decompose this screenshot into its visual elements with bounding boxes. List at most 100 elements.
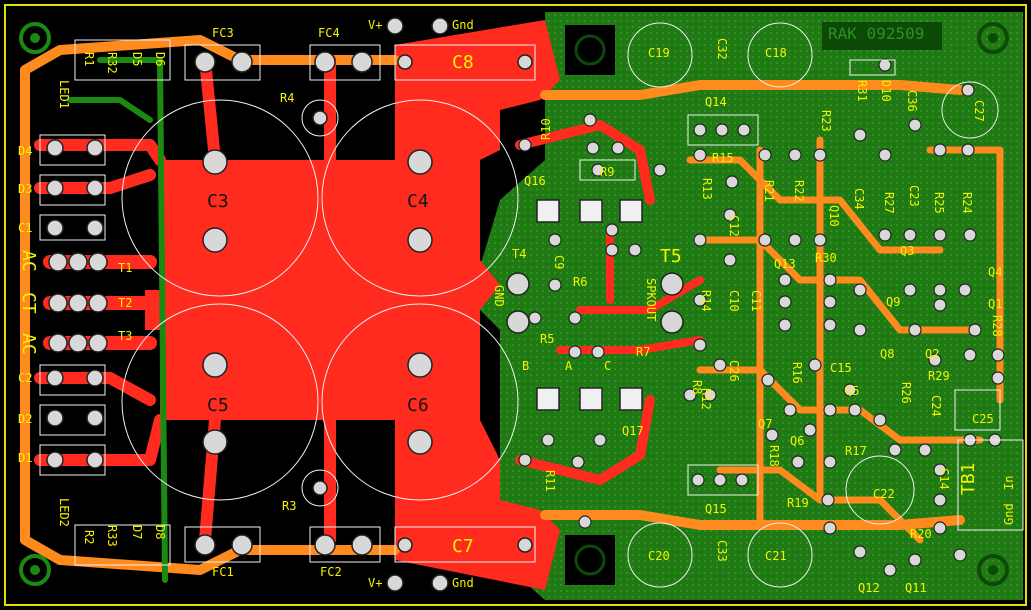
r7-label: R7 <box>636 345 651 359</box>
r18-label: R18 <box>767 445 781 467</box>
r4-label: R4 <box>280 91 295 105</box>
c12-label: C12 <box>727 215 741 237</box>
q14-label: Q14 <box>705 95 727 109</box>
ct-label: CT <box>18 292 39 314</box>
r28-label: R28 <box>990 315 1004 337</box>
r19-label: R19 <box>787 496 809 510</box>
t5-label: T5 <box>660 246 682 267</box>
vplus-bot-label: V+ <box>368 576 383 590</box>
fc1-label: FC1 <box>212 565 234 579</box>
c6-label: C6 <box>407 395 429 416</box>
t1-label: T1 <box>118 261 133 275</box>
c32-label: C32 <box>715 38 729 60</box>
d2-label: D2 <box>18 412 33 426</box>
r20-label: R20 <box>910 527 932 541</box>
r6-label: R6 <box>573 275 588 289</box>
r22-label: R22 <box>792 180 806 202</box>
r16-label: R16 <box>790 362 804 384</box>
q7-label: Q7 <box>758 417 773 431</box>
r24-label: R24 <box>960 192 974 214</box>
r14-label: R14 <box>699 290 713 312</box>
c15-label: C15 <box>830 361 852 375</box>
r2-label: R2 <box>82 530 96 545</box>
q1-label: Q1 <box>988 297 1003 311</box>
d6-label: D6 <box>153 52 167 67</box>
q11-label: Q11 <box>905 581 927 595</box>
r21-label: R21 <box>762 180 776 202</box>
q17-label: Q17 <box>622 424 644 438</box>
c26-label: C26 <box>727 360 741 382</box>
d3-label: D3 <box>18 182 33 196</box>
c25-label: C25 <box>972 412 994 426</box>
power-pour-top <box>395 20 560 160</box>
c3-label: C3 <box>207 191 229 212</box>
fc2-label: FC2 <box>320 565 342 579</box>
c4-label: C4 <box>407 191 429 212</box>
q16-label: Q16 <box>524 174 546 188</box>
d4-label: D4 <box>18 144 33 158</box>
mounting-holes <box>19 22 1009 586</box>
q8-label: Q8 <box>880 347 895 361</box>
q9-label: Q9 <box>886 295 901 309</box>
c23-label: C23 <box>907 185 921 207</box>
board-edge <box>4 4 1027 606</box>
r29-label: R29 <box>928 369 950 383</box>
c36-label: C36 <box>905 90 919 112</box>
c9-label: C9 <box>552 255 566 270</box>
c19-label: C19 <box>648 46 670 60</box>
r23-label: R23 <box>819 110 833 132</box>
pin-c-label: C <box>604 359 612 373</box>
pin-a-label: A <box>565 359 573 373</box>
capacitor-outlines <box>121 22 999 588</box>
in-label: In <box>1002 475 1016 490</box>
r3-label: R3 <box>282 499 297 513</box>
c14-label: C14 <box>937 468 951 490</box>
pads <box>46 17 1005 592</box>
q13-label: Q13 <box>774 257 796 271</box>
q4-label: Q4 <box>988 265 1003 279</box>
q5-label: Q5 <box>845 384 860 398</box>
vplus-top-label: V+ <box>368 18 383 32</box>
q2-label: Q2 <box>925 347 940 361</box>
r32-label: R32 <box>105 52 119 74</box>
c2-label: C2 <box>18 371 33 385</box>
c33-label: C33 <box>715 540 729 562</box>
c10-label: C10 <box>727 290 741 312</box>
c24-label: C24 <box>929 395 943 417</box>
r30-label: R30 <box>815 251 837 265</box>
ac2-label: AC <box>18 333 39 355</box>
c5-label: C5 <box>207 395 229 416</box>
ac1-label: AC <box>18 250 39 272</box>
tb1-label: TB1 <box>958 462 979 495</box>
r27-label: R27 <box>882 192 896 214</box>
c1-label: C1 <box>18 221 33 235</box>
r11-label: R11 <box>543 470 557 492</box>
c18-label: C18 <box>765 46 787 60</box>
r1-label: R1 <box>82 52 96 67</box>
t3-label: T3 <box>118 329 133 343</box>
gnd-side-label: GND <box>492 285 506 307</box>
r33-label: R33 <box>105 525 119 547</box>
q15-label: Q15 <box>705 502 727 516</box>
r12-label: R12 <box>699 388 713 410</box>
c22-label: C22 <box>873 487 895 501</box>
d7-label: D7 <box>130 525 144 540</box>
r9-label: R9 <box>600 165 615 179</box>
t2-label: T2 <box>118 296 133 310</box>
d1-label: D1 <box>18 451 33 465</box>
c8-label: C8 <box>452 52 474 73</box>
d8-label: D8 <box>153 525 167 540</box>
component-outlines <box>39 39 1024 566</box>
pin-b-label: B <box>522 359 530 373</box>
board-id-label: RAK 092509 <box>828 24 925 43</box>
q10-label: Q10 <box>827 205 841 227</box>
r31-label: R31 <box>855 80 869 102</box>
r10-label: R10 <box>539 118 553 140</box>
fc3-label: FC3 <box>212 26 234 40</box>
r15-label: R15 <box>712 151 734 165</box>
c21-label: C21 <box>765 549 787 563</box>
speaker-out-label: SPKOUT <box>644 278 658 322</box>
d10-label: D10 <box>879 80 893 102</box>
